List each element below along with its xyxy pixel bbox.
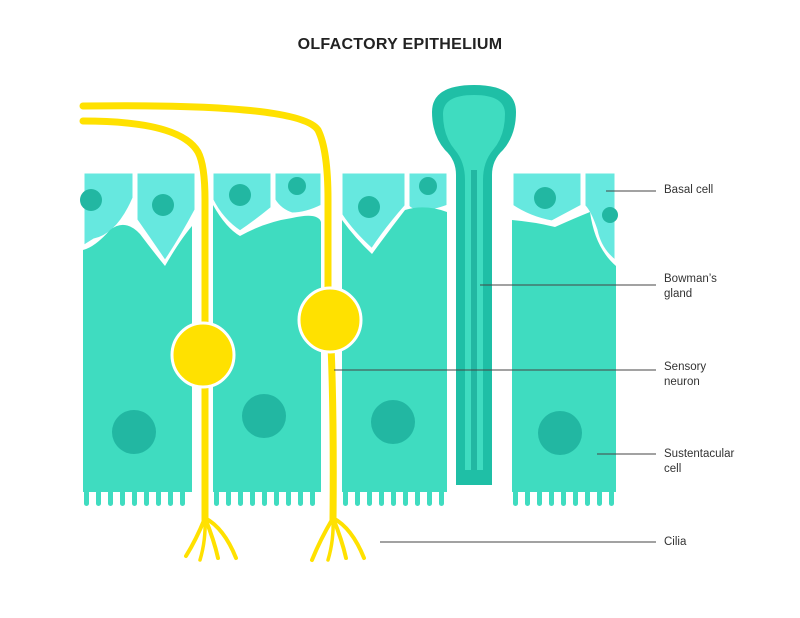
nucleus: [152, 194, 174, 216]
nucleus: [602, 207, 618, 223]
nucleus: [419, 177, 437, 195]
cilia-fringe: [83, 484, 616, 506]
diagram-title: OLFACTORY EPITHELIUM: [297, 36, 503, 53]
basal-cell: [134, 170, 198, 265]
label-line-2: gland: [664, 288, 693, 300]
nucleus: [358, 196, 380, 218]
nucleus: [80, 189, 102, 211]
sustentacular-cells: [83, 205, 616, 485]
label-cilia: Cilia: [664, 535, 686, 550]
sustentacular-cell: [213, 205, 321, 485]
nucleus: [112, 410, 156, 454]
leader-lines: [334, 190, 656, 543]
sustentacular-cell: [342, 207, 447, 485]
sustentacular-nuclei: [112, 394, 582, 455]
neuron-soma: [297, 286, 363, 354]
label-line-1: Bowman’s: [664, 273, 717, 285]
label-bowmans-gland: Bowman’s gland: [664, 272, 717, 302]
label-cilia-text: Cilia: [664, 536, 687, 548]
nucleus: [371, 400, 415, 444]
basal-cell: [582, 170, 618, 266]
bowmans-gland: [432, 85, 516, 485]
label-line-2: cell: [664, 463, 682, 475]
label-basal-cell: Basal cell: [664, 183, 713, 198]
nucleus: [229, 184, 251, 206]
label-sustentacular-cell: Sustentacular cell: [664, 447, 734, 477]
neuron-soma: [170, 321, 236, 389]
sustentacular-cell: [83, 224, 192, 485]
label-basal-cell-text: Basal cell: [664, 184, 714, 196]
nucleus: [288, 177, 306, 195]
sensory-neurons: [79, 102, 366, 562]
basal-nuclei: [80, 177, 618, 223]
sustentacular-cell: [512, 212, 616, 485]
neuron-cell-bodies: [170, 286, 363, 389]
label-line-1: Sensory: [664, 361, 707, 373]
nucleus: [242, 394, 286, 438]
label-line-2: neuron: [664, 376, 700, 388]
nucleus: [534, 187, 556, 209]
nucleus: [538, 411, 582, 455]
label-line-1: Sustentacular: [664, 448, 735, 460]
label-sensory-neuron: Sensory neuron: [664, 360, 706, 390]
